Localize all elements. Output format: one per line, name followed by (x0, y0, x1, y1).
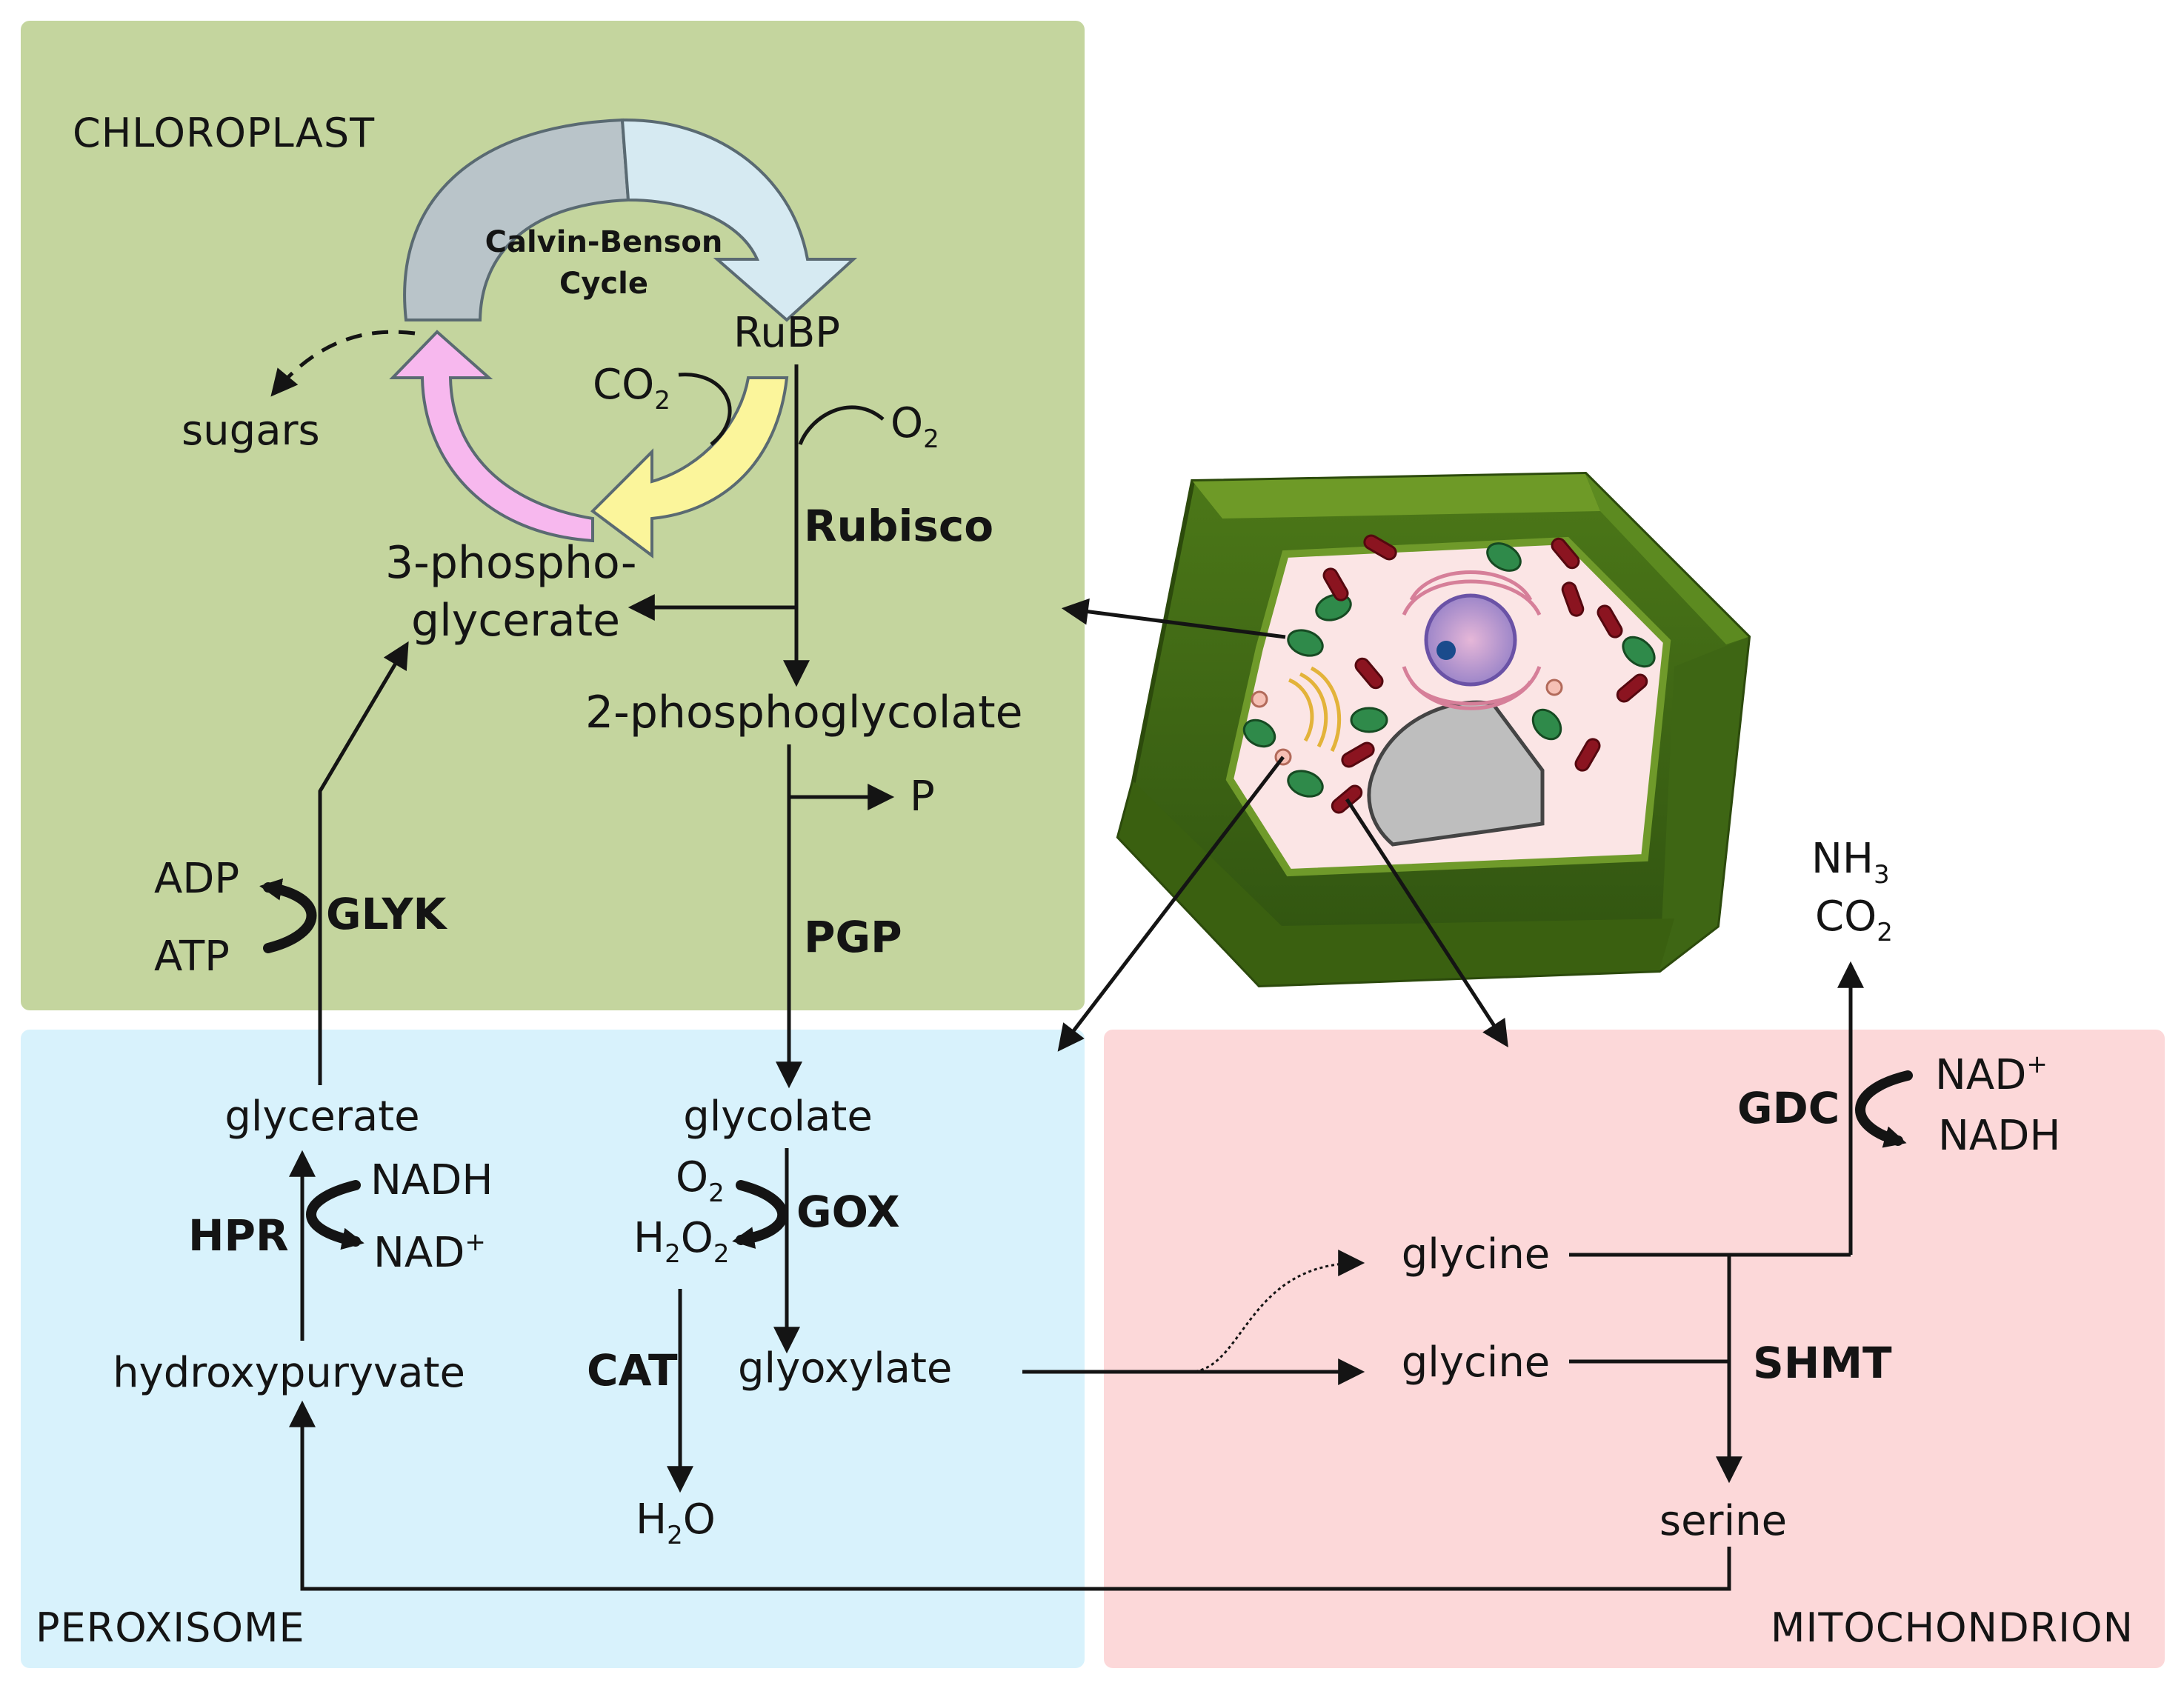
pgp-label: PGP (804, 912, 902, 962)
sugars-arrow (270, 330, 416, 397)
nucleus (1424, 593, 1517, 687)
mitochondrion-label: MITOCHONDRION (1771, 1604, 2134, 1651)
glycerate-label: glycerate (224, 1093, 419, 1141)
chloroplast-organelle (1242, 719, 1276, 748)
adp-label: ADP (154, 855, 239, 903)
vacuole (1367, 700, 1545, 847)
cycle-arrow-pink (389, 330, 594, 543)
nadh-hpr-label: NADH (370, 1156, 493, 1204)
hpr-label: HPR (188, 1210, 289, 1261)
serine-to-hydroxypyruvate-line (289, 1400, 1731, 1591)
mitochondria-organelle (1574, 738, 1601, 772)
mitochondria-organelle (1354, 657, 1384, 690)
glycolate-label: glycolate (683, 1093, 873, 1141)
rubisco-label: Rubisco (804, 501, 993, 551)
nh3-label: NH3 (1811, 835, 1890, 890)
mitochondria-organelle (1597, 604, 1623, 639)
glyoxylate-to-glycine1-arrow (1188, 1250, 1365, 1373)
nad-gdc-label: NAD+ (1935, 1050, 2048, 1099)
cell-to-mitochondrion-arrow (1345, 798, 1508, 1048)
endoplasmic-reticulum (1402, 570, 1542, 710)
mitochondria-organelle (1341, 741, 1375, 768)
h2o2-label: H2O2 (633, 1214, 729, 1269)
co2-out-label: CO2 (1815, 893, 1893, 947)
glyk-label: GLYK (326, 889, 448, 939)
peroxisome-label: PEROXISOME (36, 1604, 305, 1651)
peroxisome-organelle (1545, 679, 1563, 696)
sugars-label: sugars (182, 407, 320, 455)
nad-hpr-label: NAD+ (373, 1227, 486, 1277)
gdc-cofactor-arrow (1855, 1070, 1913, 1148)
serine-label: serine (1659, 1497, 1787, 1545)
p-label: P (910, 773, 935, 821)
peroxisome-organelle (1251, 690, 1268, 708)
pga-label-line1: 3-phospho- (385, 537, 637, 589)
chloroplast-organelle (1287, 629, 1324, 657)
mitochondria-organelle (1616, 673, 1648, 703)
hpr-cofactor-arrow (306, 1180, 364, 1250)
cycle-arrow-gray (403, 118, 630, 321)
calvin-cycle: Calvin-Benson Cycle (389, 118, 858, 559)
peroxisome-region (21, 1030, 1085, 1668)
cat-label: CAT (587, 1345, 678, 1396)
chloroplast-organelle (1531, 708, 1562, 741)
cell-to-peroxisome-arrow (1057, 756, 1285, 1052)
mitochondria-organelle (1322, 567, 1349, 601)
glycine1-label: glycine (1402, 1230, 1551, 1278)
glycine2-label: glycine (1402, 1338, 1551, 1387)
cycle-label-line2: Cycle (559, 267, 648, 301)
gox-cofactor-arrow (732, 1180, 788, 1249)
gdc-label: GDC (1737, 1083, 1840, 1133)
rubp-label: RuBP (733, 309, 840, 357)
nadh-gdc-label: NADH (1938, 1112, 2060, 1160)
co2-hook (678, 373, 732, 446)
pgly-label: 2-phosphoglycolate (585, 687, 1023, 739)
golgi (1288, 666, 1342, 753)
shmt-label: SHMT (1753, 1338, 1892, 1388)
h2o-label: H2O (636, 1496, 716, 1550)
pga-label-line2: glycerate (411, 595, 620, 647)
cell-wall-top (1193, 474, 1600, 519)
mitochondria-organelle (1561, 581, 1585, 617)
co2-label: CO2 (593, 361, 670, 416)
plant-cell-illustration (1116, 471, 1751, 988)
cell-wall-side (1659, 637, 1748, 970)
mitochondria-organelle (1551, 537, 1580, 570)
glycerate-to-pga-line (318, 641, 409, 1085)
chloroplast-organelle (1287, 770, 1324, 798)
o2-gox-label: O2 (676, 1153, 725, 1208)
o2-label: O2 (890, 399, 939, 454)
cycle-label-line1: Calvin-Benson (485, 225, 723, 259)
hydroxypyruvate-label: hydroxypuryvate (113, 1349, 465, 1397)
nucleolus (1436, 641, 1456, 660)
gox-label: GOX (796, 1187, 900, 1237)
chloroplast-organelle (1350, 707, 1388, 733)
cycle-arrow-lightblue (620, 118, 858, 322)
glyoxylate-label: glyoxylate (738, 1344, 952, 1393)
chloroplast-organelle (1486, 542, 1522, 572)
cell-wall-bottom (1119, 781, 1674, 985)
o2-hook (798, 405, 885, 445)
chloroplast-label: CHLOROPLAST (73, 110, 375, 156)
atp-label: ATP (154, 933, 230, 981)
cell-wall-right (1585, 474, 1748, 644)
glyk-cofactor-arrow (259, 878, 317, 953)
mitochondrion-region (1104, 1030, 2165, 1668)
cycle-arrow-yellow (590, 376, 789, 559)
chloroplast-organelle (1622, 636, 1656, 668)
cell-to-chloroplast-arrow (1061, 598, 1286, 639)
mitochondria-organelle (1363, 534, 1397, 561)
